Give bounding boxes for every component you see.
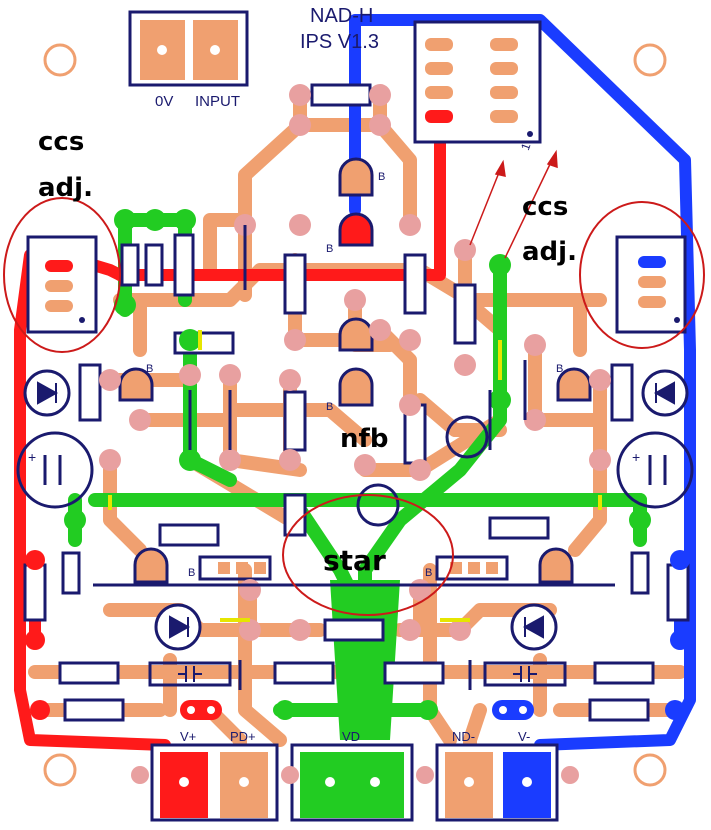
film-capacitor [483, 661, 567, 687]
transistor [118, 367, 154, 402]
trimpot-left [26, 235, 98, 334]
cap-pads [43, 455, 667, 682]
annotation-circle-star [282, 494, 454, 616]
annotation-circle-ccs-right [579, 201, 705, 349]
diode [630, 551, 650, 595]
base-marker: B [556, 363, 563, 375]
label-vd: VD [342, 729, 360, 744]
annotation-ccs-right-line2: adj. [522, 237, 577, 267]
annotation-arrows [469, 149, 558, 259]
bottom-pads [180, 700, 534, 720]
leds [23, 369, 689, 651]
annotation-circles [3, 197, 705, 616]
film-capacitor [435, 555, 509, 581]
annotation-star: star [323, 544, 386, 577]
resistor [588, 698, 650, 722]
power-connector-left [150, 743, 279, 822]
polarity-plus-left: + [28, 449, 36, 465]
base-marker: B [188, 567, 195, 579]
resistor [453, 283, 477, 345]
diode [120, 243, 140, 287]
resistor [63, 698, 125, 722]
resistor [58, 661, 120, 685]
base-marker: B [425, 567, 432, 579]
resistor [323, 618, 385, 642]
transistor [556, 367, 592, 402]
annotation-ccs-left-line1: ccs [38, 127, 84, 157]
ic-socket [413, 20, 542, 144]
polarity-plus-right: + [632, 449, 640, 465]
mounting-holes [43, 43, 667, 787]
label-0v: 0V [155, 93, 173, 110]
diodes [61, 243, 650, 595]
resistor [283, 390, 307, 452]
label-v-minus: V- [518, 729, 530, 744]
mounting-hole-bottom-left [43, 753, 77, 787]
label-pd-plus: PD+ [230, 729, 256, 744]
resistor [403, 253, 427, 315]
pads [25, 84, 690, 784]
input-connector [128, 10, 249, 87]
ic-pin-one-label: 1 [518, 141, 534, 152]
trimpot-right [615, 235, 687, 334]
transistors [118, 157, 592, 584]
resistor [173, 233, 195, 297]
diode [144, 243, 164, 287]
transistor [338, 157, 374, 197]
resistor [283, 493, 307, 537]
transistor [538, 547, 574, 584]
silkscreen-lines [93, 225, 615, 690]
resistors [23, 83, 690, 722]
label-nd-minus: ND- [452, 729, 475, 744]
resistor [273, 661, 335, 685]
diode [61, 551, 81, 595]
transistor [338, 212, 374, 247]
board-title-line1: NAD-H [310, 5, 373, 27]
resistor [23, 563, 47, 622]
resistor [666, 563, 690, 622]
annotation-ccs-right-line1: ccs [522, 192, 568, 222]
power-connector-right [435, 743, 559, 822]
yellow-jumpers [108, 330, 602, 622]
transistor [338, 367, 374, 407]
resistor [310, 83, 372, 107]
base-marker: B [326, 401, 333, 413]
resistor [593, 661, 655, 685]
transistor [133, 547, 169, 584]
resistor [383, 661, 445, 685]
mounting-hole-top-right [633, 43, 667, 77]
mounting-hole-top-left [43, 43, 77, 77]
resistor [78, 363, 102, 422]
transistor [338, 317, 374, 352]
base-marker: B [378, 171, 385, 183]
base-marker: B [326, 243, 333, 255]
resistor [488, 516, 550, 540]
resistor [610, 363, 634, 422]
ground-star-fill [330, 580, 400, 740]
film-capacitor [198, 555, 272, 581]
resistor [283, 253, 307, 315]
annotation-nfb: nfb [340, 424, 388, 454]
electrolytic-capacitor [445, 415, 489, 459]
base-marker: B [146, 363, 153, 375]
label-v-plus: V+ [180, 729, 196, 744]
board-title-line2: IPS V1.3 [300, 31, 379, 53]
label-input: INPUT [195, 93, 240, 110]
mounting-hole-bottom-right [633, 753, 667, 787]
electrolytic-capacitor [616, 431, 694, 509]
electrolytic-capacitor [356, 483, 400, 527]
capacitors [16, 415, 694, 687]
annotation-circle-ccs-left [3, 197, 121, 353]
film-capacitor [148, 661, 232, 687]
annotation-ccs-left-line2: adj. [38, 173, 93, 203]
resistor [158, 523, 220, 547]
electrolytic-capacitor [16, 431, 94, 509]
power-connector-center [290, 743, 414, 822]
